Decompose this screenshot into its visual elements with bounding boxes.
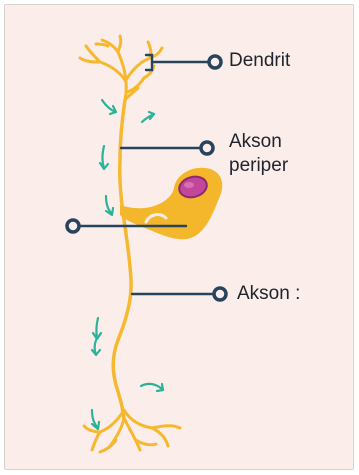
peripheral-axon-label-line2: periper [229, 155, 288, 177]
axon-terminals [84, 410, 180, 452]
dendrite-tree [80, 36, 162, 100]
dendrite-pointer-dot [209, 56, 221, 68]
dendrite-label: Dendrit [229, 50, 290, 72]
central-axon-label: Akson : [237, 283, 300, 305]
cell-body-pointer-dot [67, 220, 79, 232]
cell-body [120, 168, 222, 240]
central-axon-pointer-dot [214, 288, 226, 300]
peripheral-axon-label-line1: Akson [229, 131, 282, 153]
direction-arrow-icon [92, 100, 163, 429]
peripheral-axon-pointer-dot [201, 142, 213, 154]
